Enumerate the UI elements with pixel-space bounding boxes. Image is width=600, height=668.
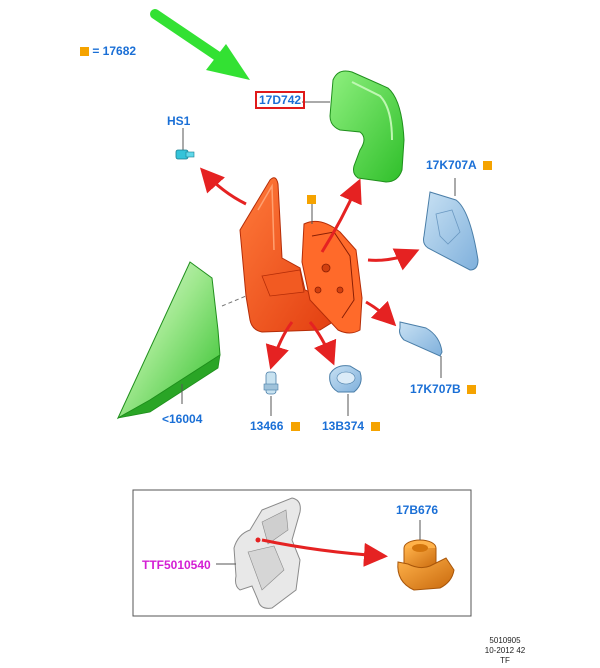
kit-arrow (261, 538, 388, 567)
mirror-housing-part (239, 177, 363, 334)
label-hs1: HS1 (167, 114, 191, 128)
reference-line-3: TF (500, 656, 510, 665)
dashed-connector (221, 295, 247, 307)
legend-label: = 17682 (92, 44, 137, 58)
mirror-glass-upper-part (423, 178, 479, 271)
label-motor: 17B676 (396, 503, 439, 517)
label-mirror-cap: 17D742 (255, 91, 306, 109)
reference-line-1: 5010905 (489, 636, 521, 645)
legend-marker (80, 47, 89, 57)
label-glass-upper: 17K707A (426, 158, 492, 172)
motor-part (397, 520, 455, 591)
pointer-arrow (150, 9, 250, 80)
label-cover: <16004 (162, 412, 203, 426)
lamp-part (329, 365, 362, 416)
reference-line-2: 10-2012 42 (484, 646, 526, 655)
mirror-cover-part (116, 261, 221, 420)
label-glass-lower-text: 17K707B (410, 382, 461, 396)
label-lamp: 13B374 (322, 419, 381, 433)
label-kit: TTF5010540 (142, 558, 211, 572)
housing-marker (307, 195, 316, 205)
label-glass-lower: 17K707B (410, 382, 477, 396)
bulb-marker (290, 422, 300, 432)
kit-box (132, 489, 472, 617)
housing-marker-wrap (307, 192, 316, 206)
mirror-glass-lower-part (399, 321, 443, 378)
label-lamp-text: 13B374 (322, 419, 365, 433)
explode-arrows (199, 167, 420, 370)
lamp-marker (371, 422, 381, 432)
glass-upper-marker (482, 161, 492, 171)
label-glass-upper-text: 17K707A (426, 158, 477, 172)
reference-block: 5010905 10-2012 42 TF (470, 636, 540, 666)
label-bulb: 13466 (250, 419, 300, 433)
kit-assembly-part (233, 497, 301, 609)
bulb-part (263, 371, 279, 416)
label-bulb-text: 13466 (250, 419, 284, 433)
mirror-cap-part (302, 70, 405, 183)
glass-lower-marker (467, 385, 477, 395)
legend: = 17682 (80, 44, 136, 58)
screw-part (175, 128, 195, 160)
